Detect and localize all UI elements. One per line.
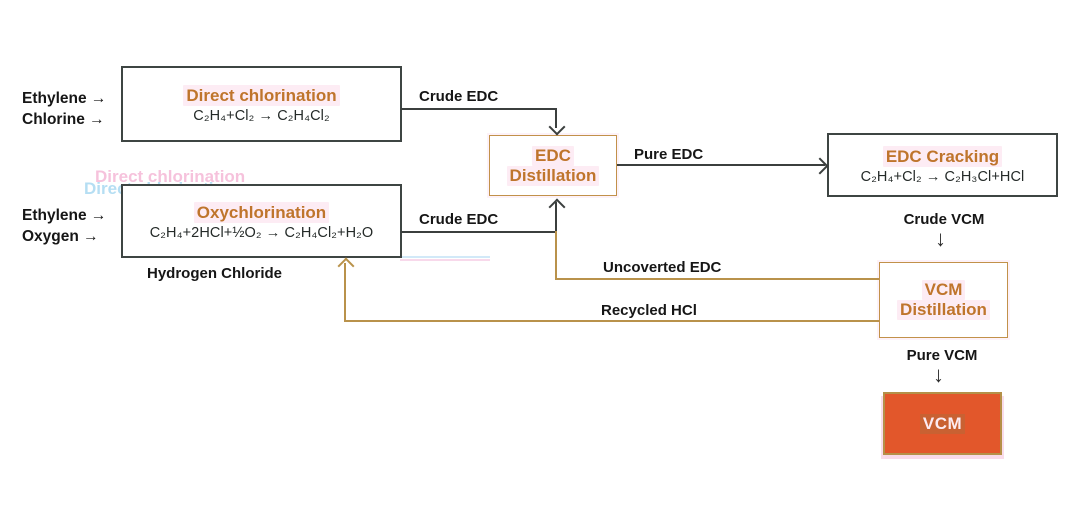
vcm-distillation-title-line1: VCM: [921, 280, 966, 300]
ghost-text-artifact: Direct chlorination: [95, 167, 246, 186]
input-label-chlorine: Chlorine →: [22, 111, 105, 128]
product-box-vcm: VCM: [883, 392, 1002, 455]
oxychlorination-formula: C₂H₄+2HCl+½O₂ → C₂H₄Cl₂+H₂O: [149, 224, 374, 241]
arrowhead-right-into-edc-cracking-icon: [811, 157, 829, 175]
edc-cracking-formula: C₂H₄+Cl₂ → C₂H₃Cl+HCl: [860, 168, 1025, 185]
process-box-direct-chlorination: Direct chlorination C₂H₄+Cl₂ → C₂H₄Cl₂: [121, 66, 402, 142]
line-recycled-hcl-horizontal: [344, 320, 879, 322]
input-label-oxygen: Oxygen →: [22, 228, 99, 245]
artifact-line-pink: [400, 259, 490, 261]
arrowhead-down-into-edc-distillation-icon: [548, 118, 566, 136]
line-crude-edc-top-horizontal: [401, 108, 557, 110]
edc-distillation-title-line2: Distillation: [506, 165, 600, 186]
vcm-distillation-title-line2: Distillation: [897, 300, 990, 320]
line-crude-edc-mid-vertical: [555, 202, 557, 233]
oxychlorination-title: Oxychlorination: [193, 201, 330, 223]
arrowhead-up-into-edc-distillation-icon: [548, 198, 566, 216]
stream-label-hydrogen-chloride: Hydrogen Chloride: [147, 265, 283, 282]
direct-chlorination-title: Direct chlorination: [183, 84, 340, 106]
stream-label-crude-edc-mid: Crude EDC: [419, 211, 499, 228]
line-pure-edc: [617, 164, 825, 166]
artifact-line-blue: [365, 256, 490, 258]
edc-cracking-title: EDC Cracking: [882, 145, 1003, 167]
process-box-oxychlorination: Oxychlorination C₂H₄+2HCl+½O₂ → C₂H₄Cl₂+…: [121, 184, 402, 258]
process-box-vcm-distillation: VCM Distillation: [879, 262, 1008, 338]
stream-label-pure-vcm: Pure VCM: [906, 347, 978, 364]
arrowhead-up-into-oxychlorination-icon: [337, 257, 355, 275]
flow-arrow-down-crude-vcm-icon: ↓: [935, 226, 946, 251]
stream-label-recycled-hcl: Recycled HCl: [601, 302, 697, 319]
flow-arrow-down-pure-vcm-icon: ↓: [933, 362, 944, 387]
stream-label-crude-vcm: Crude VCM: [903, 211, 985, 228]
direct-chlorination-formula: C₂H₄+Cl₂ → C₂H₄Cl₂: [193, 107, 330, 124]
line-recycled-hcl-vertical: [344, 263, 346, 322]
edc-distillation-title-line1: EDC: [532, 145, 574, 166]
stream-label-crude-edc-top: Crude EDC: [419, 88, 499, 105]
process-box-edc-distillation: EDC Distillation: [489, 135, 617, 196]
input-label-ethylene-bottom: Ethylene →: [22, 207, 107, 224]
line-crude-edc-mid-horizontal: [401, 231, 557, 233]
line-uncoverted-edc-vertical: [555, 231, 557, 280]
line-crude-edc-top-vertical: [555, 108, 557, 128]
stream-label-uncoverted-edc: Uncoverted EDC: [603, 259, 722, 276]
stream-label-pure-edc: Pure EDC: [634, 146, 704, 163]
line-uncoverted-edc-horizontal: [555, 278, 879, 280]
input-label-ethylene-top: Ethylene →: [22, 90, 107, 107]
vcm-title: VCM: [919, 413, 966, 434]
process-box-edc-cracking: EDC Cracking C₂H₄+Cl₂ → C₂H₃Cl+HCl: [827, 133, 1058, 197]
